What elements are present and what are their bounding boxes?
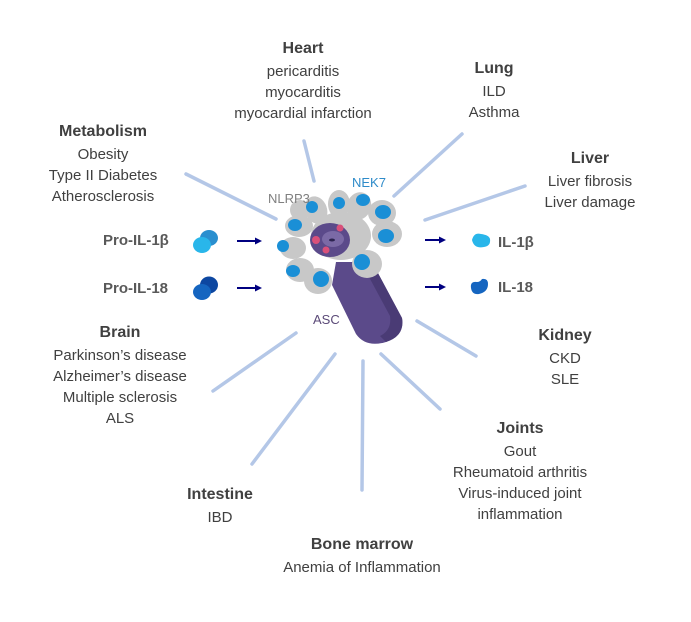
arrow-icon (237, 237, 262, 245)
disease-item: Virus-induced joint (458, 485, 582, 502)
il18-icon (470, 278, 488, 295)
disease-item: IBD (207, 509, 233, 526)
disease-item: Liver damage (544, 194, 636, 211)
disease-item: ILD (482, 83, 506, 100)
pro-il18-icon (193, 276, 218, 300)
disease-item: myocarditis (265, 84, 341, 101)
pro-il1b-label: Pro-IL-1β (103, 232, 169, 249)
organ-kidney: Kidney CKD SLE (515, 325, 615, 390)
disease-item: Atherosclerosis (51, 188, 155, 205)
organ-intestine: Intestine IBD (170, 484, 270, 528)
nek7-blobs (277, 194, 394, 287)
arrows (237, 236, 446, 292)
asc-filament (332, 262, 403, 344)
inflammasome-core (310, 223, 350, 257)
organ-title: Heart (282, 40, 324, 57)
disease-item: Alzheimer’s disease (53, 368, 187, 385)
disease-item: CKD (549, 350, 581, 367)
inflammasome-icon (277, 190, 403, 344)
disease-item: Liver fibrosis (547, 173, 633, 190)
organ-title: Joints (496, 420, 544, 437)
connector-joints (379, 352, 442, 411)
disease-item: inflammation (477, 506, 563, 523)
nek7-label: NEK7 (352, 175, 386, 190)
organ-metabolism: Metabolism Obesity Type II Diabetes Athe… (38, 121, 168, 207)
disease-item: Multiple sclerosis (62, 389, 178, 406)
organ-title: Metabolism (58, 123, 147, 140)
disease-item: Rheumatoid arthritis (452, 464, 588, 481)
connector-bone-marrow (360, 359, 365, 492)
disease-item: pericarditis (266, 63, 340, 80)
organ-title: Bone marrow (310, 536, 414, 553)
organ-title: Liver (570, 150, 610, 167)
arrow-icon (425, 283, 446, 291)
organ-brain: Brain Parkinson’s disease Alzheimer’s di… (36, 322, 204, 429)
disease-item: Asthma (468, 104, 520, 121)
arrow-icon (237, 284, 262, 292)
disease-item: Obesity (77, 146, 129, 163)
disease-item: SLE (550, 371, 580, 388)
organ-joints: Joints Gout Rheumatoid arthritis Virus-i… (430, 418, 610, 525)
organ-bone-marrow: Bone marrow Anemia of Inflammation (262, 534, 462, 578)
organ-title: Intestine (187, 486, 253, 503)
pro-il18-label: Pro-IL-18 (103, 280, 169, 297)
il1b-icon (472, 233, 491, 248)
connector-kidney (415, 319, 478, 358)
organ-title: Kidney (538, 327, 592, 344)
organ-lung: Lung ILD Asthma (444, 58, 544, 123)
connector-brain (211, 331, 298, 393)
disease-item: Anemia of Inflammation (283, 559, 441, 576)
il1b-label: IL-1β (498, 234, 534, 251)
il18-label: IL-18 (498, 279, 534, 296)
disease-item: Type II Diabetes (48, 167, 158, 184)
connector-liver (423, 184, 527, 222)
pro-il1b-icon (193, 230, 218, 253)
organ-liver: Liver Liver fibrosis Liver damage (535, 148, 645, 213)
nlrp3-label: NLRP3 (268, 191, 310, 206)
organ-title: Brain (99, 324, 141, 341)
disease-item: myocardial infarction (234, 105, 372, 122)
disease-item: Parkinson’s disease (53, 347, 187, 364)
connector-lung (392, 132, 464, 198)
arrow-icon (425, 236, 446, 244)
connector-heart (302, 139, 316, 183)
disease-item: Gout (503, 443, 537, 460)
connector-intestine (250, 352, 337, 466)
organ-heart: Heart pericarditis myocarditis myocardia… (218, 38, 388, 124)
connector-metabolism (184, 172, 278, 221)
organ-title: Lung (474, 60, 514, 77)
disease-item: ALS (105, 410, 135, 427)
asc-label: ASC (313, 312, 340, 327)
